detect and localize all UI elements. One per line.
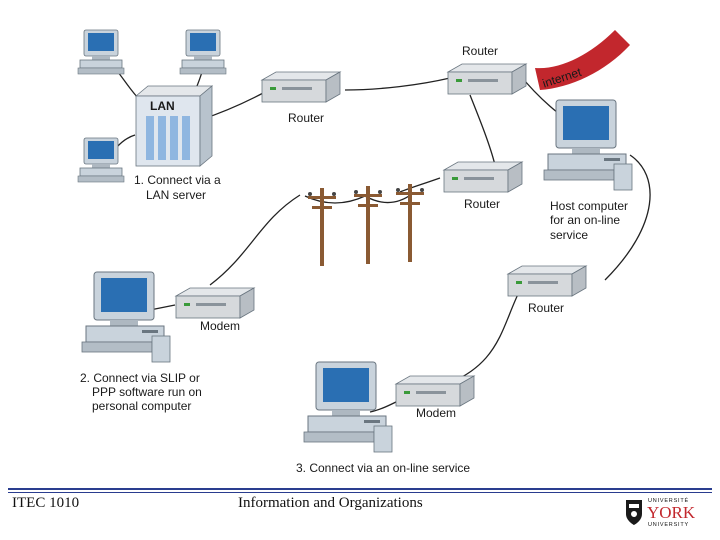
option3-line1: 3. Connect via an on-line service (296, 461, 470, 475)
modem-left (175, 287, 255, 319)
router-top (447, 63, 527, 95)
logo-universite: UNIVERSITÉ (648, 497, 689, 504)
option2-line2: PPP software run on (92, 385, 202, 399)
network-connection-diagram: internet LAN Router Router Router Router… (77, 29, 651, 475)
telephone-pole-3 (396, 184, 424, 262)
lan-client-pc-1 (77, 29, 125, 75)
host-label-line1: Host computer (550, 199, 628, 213)
option2-line3: personal computer (92, 399, 191, 413)
option2-line1: 2. Connect via SLIP or (80, 371, 200, 385)
internet-cloud: internet (535, 30, 630, 91)
course-subject: Information and Organizations (238, 495, 423, 511)
router-mid (443, 161, 523, 193)
option1-line1: 1. Connect via a (134, 173, 221, 187)
course-code: ITEC 1010 (12, 495, 80, 511)
host-label-line3: service (550, 228, 588, 242)
telephone-pole-1 (308, 188, 336, 266)
telephone-pole-2 (354, 186, 382, 264)
slip-ppp-personal-computer (81, 271, 171, 363)
modem-bottom (395, 375, 475, 407)
lan-client-pc-3 (77, 137, 125, 183)
router-mid-label: Router (464, 197, 500, 211)
lan-server-label: LAN (150, 99, 175, 113)
router-lan (261, 71, 341, 103)
host-computer (543, 99, 633, 191)
logo-york: YORK (647, 503, 696, 522)
footer-rule-top (8, 488, 712, 490)
router-top-label: Router (462, 44, 498, 58)
footer-rule-bottom (8, 492, 712, 493)
online-service-personal-computer (303, 361, 393, 453)
lan-server: LAN (134, 85, 214, 167)
modem-left-label: Modem (200, 319, 240, 333)
router-lan-label: Router (288, 111, 324, 125)
slide-footer: ITEC 1010 Information and Organizations … (0, 488, 720, 540)
lan-client-pc-2 (179, 29, 227, 75)
modem-bottom-label: Modem (416, 406, 456, 420)
host-label-line2: for an on-line (550, 213, 620, 227)
york-university-logo: UNIVERSITÉ YORK UNIVERSITY (624, 494, 714, 528)
router-right (507, 265, 587, 297)
option1-line2: LAN server (146, 188, 206, 202)
logo-university: UNIVERSITY (648, 522, 689, 528)
router-right-label: Router (528, 301, 564, 315)
york-crest-icon (626, 500, 642, 525)
